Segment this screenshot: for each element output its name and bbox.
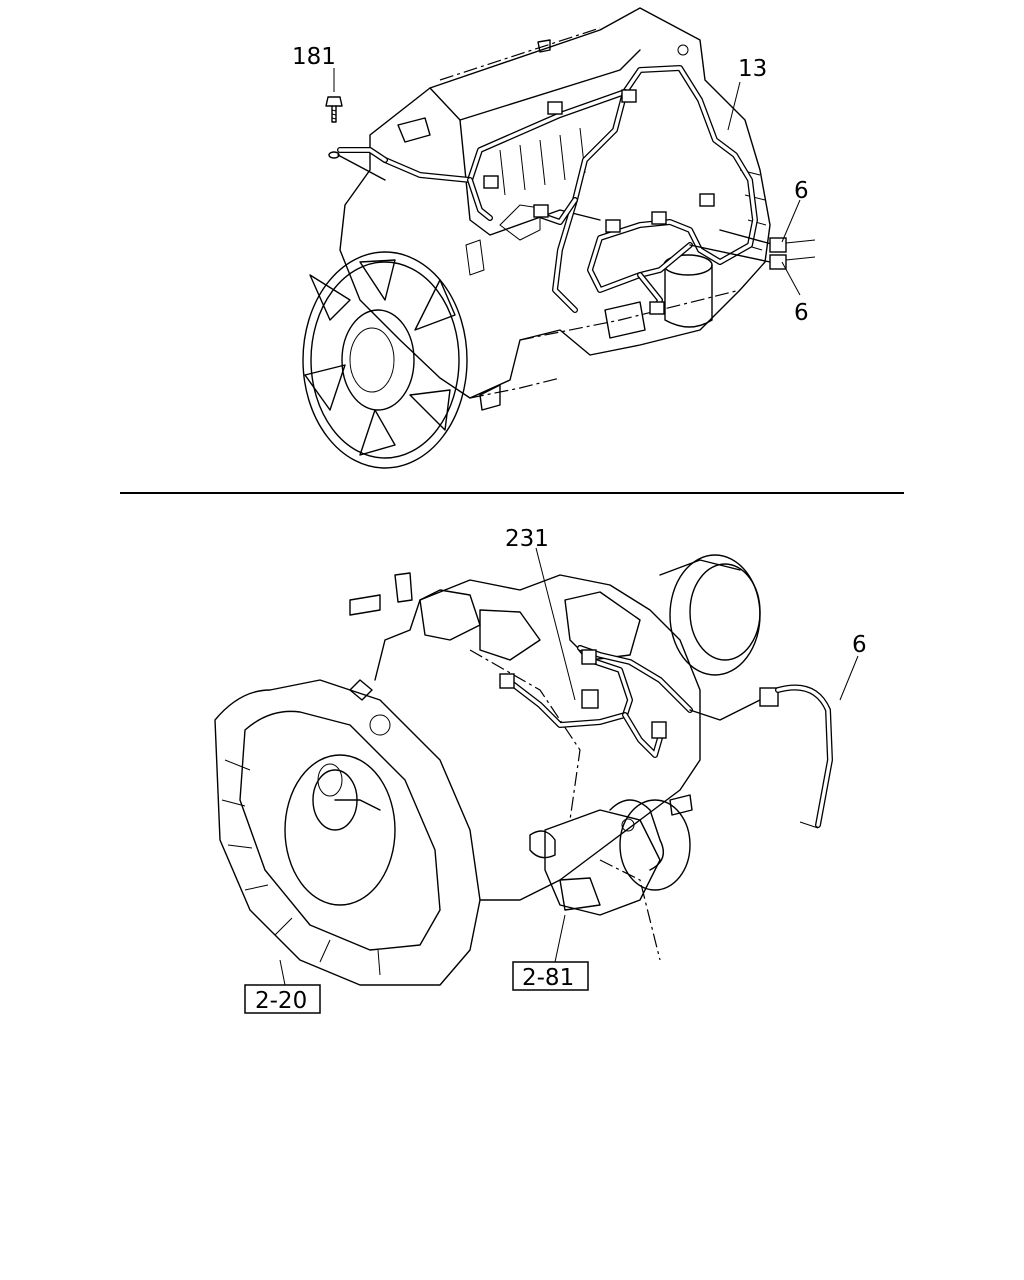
transmission-assembly: [214, 554, 761, 986]
engine-wiring-harness: [337, 65, 816, 315]
callout-13: 13: [738, 56, 767, 82]
reference-box-2-81[interactable]: 2-81: [512, 961, 589, 991]
reference-box-2-20[interactable]: 2-20: [244, 984, 321, 1014]
leader-lines-bottom: [279, 547, 859, 986]
callout-6-transmission: 6: [852, 632, 867, 658]
clutch-bell-housing: [214, 679, 481, 986]
callout-181: 181: [292, 44, 336, 70]
bolt-181: [325, 96, 386, 181]
callout-231: 231: [505, 526, 549, 552]
callout-6-upper: 6: [794, 178, 809, 204]
transmission-wiring-harness: [499, 645, 761, 758]
callout-6-lower: 6: [794, 300, 809, 326]
cooling-fan: [302, 251, 468, 469]
leader-lines-top: [333, 68, 801, 296]
reference-label-2-81: 2-81: [522, 965, 574, 991]
reference-label-2-20: 2-20: [255, 988, 307, 1014]
transmission-connector-lead: [759, 684, 833, 829]
engine-assembly: [302, 7, 771, 469]
